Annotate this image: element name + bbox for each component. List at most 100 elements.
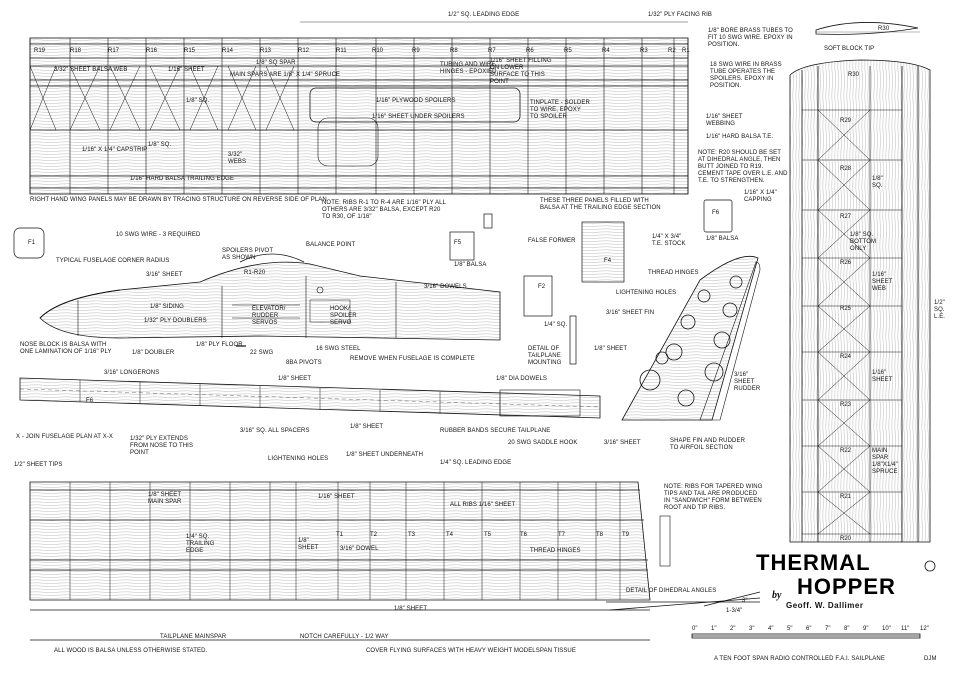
label-siding: 1/8" SIDING	[150, 304, 184, 310]
label-mainspar: TAILPLANE MAINSPAR	[160, 634, 227, 640]
label-tail-lightening: LIGHTENING HOLES	[268, 456, 329, 462]
rib-r24: R24	[840, 354, 852, 360]
rib-r26: R26	[840, 260, 852, 266]
wing-rib-r19: R19	[34, 48, 46, 54]
label-r30-top: R30	[878, 26, 890, 32]
label-all-ribs: ALL RIBS 1/16" SHEET	[450, 502, 516, 508]
label-tail-trailing: 1/4" SQ. TRAILING EDGE	[186, 534, 215, 554]
wing-rib-r7: R7	[488, 48, 496, 54]
label-hook-servo: HOOK/ SPOILER SERVO	[330, 306, 357, 326]
scale-tick-9: 9"	[863, 626, 869, 632]
label-ri-r20: R1-R20	[244, 270, 266, 276]
wing-rib-r18: R18	[70, 48, 82, 54]
title-author: Geoff. W. Dallimer	[786, 601, 864, 610]
tail-rib-t5: T5	[484, 532, 492, 538]
wing-rib-r1: R1	[682, 48, 690, 54]
scale-tick-2: 2"	[730, 626, 736, 632]
fuselage-side-view	[39, 253, 501, 347]
label-f4: F4	[604, 258, 612, 264]
label-underneath: 1/8" SHEET UNDERNEATH	[346, 452, 424, 458]
label-rubber-bands: RUBBER BANDS SECURE TAILPLANE	[440, 428, 551, 434]
label-right-hand: RIGHT HAND WING PANELS MAY BE DRAWN BY T…	[30, 197, 327, 203]
label-sheet-116: 1/16" SHEET	[168, 67, 205, 73]
scale-tick-4: 4"	[768, 626, 774, 632]
scale-tick-8: 8"	[844, 626, 850, 632]
label-corner-radius: TYPICAL FUSELAGE CORNER RADIUS	[56, 258, 170, 264]
label-ply-extends: 1/32" PLY EXTENDS FROM NOSE TO THIS POIN…	[130, 436, 194, 456]
label-sheet-18: 1/8" SHEET	[278, 376, 312, 382]
label-webs: 3/32" WEBS	[228, 152, 247, 165]
tailplane-panel	[29, 481, 671, 641]
label-tail-sheet-18: 1/8" SHEET	[298, 538, 319, 551]
scale-bar	[691, 633, 921, 639]
tail-rib-t1: T1	[336, 532, 344, 538]
label-balsa-18: 1/8" BALSA	[454, 262, 487, 268]
label-sq-bottom: 1/8" SQ. BOTTOM ONLY	[850, 232, 877, 252]
scale-tick-10: 10"	[882, 626, 891, 632]
label-detail-tail: DETAIL OF TAILPLANE MOUNTING	[528, 346, 562, 366]
tail-rib-t2: T2	[370, 532, 378, 538]
label-swg16: 16 SWG STEEL	[316, 346, 361, 352]
wing-rib-r6: R6	[526, 48, 534, 54]
label-swg-wire-3: 10 SWG WIRE - 3 REQUIRED	[116, 232, 201, 238]
label-swg-wire: 18 SWG WIRE IN BRASS TUBE OPERATES THE S…	[710, 62, 782, 89]
label-tail-thread: THREAD HINGES	[530, 548, 581, 554]
wing-rib-r5: R5	[564, 48, 572, 54]
footer-span: A TEN FOOT SPAN RADIO CONTROLLED F.A.I. …	[714, 656, 885, 662]
label-f6: F6	[86, 398, 94, 404]
label-sheet-web: 1/16" SHEET WEB	[872, 272, 893, 292]
footer-all-wood: ALL WOOD IS BALSA UNLESS OTHERWISE STATE…	[54, 648, 208, 654]
scale-tick-6: 6"	[806, 626, 812, 632]
wing-rib-r17: R17	[108, 48, 120, 54]
scale-tick-7: 7"	[825, 626, 831, 632]
label-dihedral: DETAIL OF DIHEDRAL ANGLES	[626, 588, 717, 594]
label-f5: F5	[454, 240, 462, 246]
label-trailing-edge: 1/16" HARD BALSA TRAILING EDGE	[130, 176, 235, 182]
wing-rib-r3: R3	[640, 48, 648, 54]
label-thread-hinges: THREAD HINGES	[648, 270, 699, 276]
title-line1: THERMAL	[756, 550, 871, 575]
label-sheet-under: 1/16" SHEET UNDER SPOILERS	[372, 114, 465, 120]
label-sheet-fill: 1/16" SHEET FILLING ON LOWER SURFACE TO …	[490, 58, 552, 85]
fin-and-rudder	[621, 255, 761, 421]
label-dowels: 3/16" DOWELS	[424, 284, 467, 290]
label-f6b: F6	[712, 210, 720, 216]
wing-rib-r11: R11	[336, 48, 347, 54]
label-ply-facing: 1/32" PLY FACING RIB	[648, 12, 712, 18]
label-main-spar: MAIN SPAR 1/8"X1/4" SPRUCE	[872, 448, 898, 475]
label-sq-14: 1/4" SQ.	[544, 322, 568, 328]
wing-rib-r9: R9	[412, 48, 420, 54]
wing-tip-panel	[789, 59, 931, 543]
wing-rib-r16: R16	[146, 48, 158, 54]
label-shape-fin: SHAPE FIN AND RUDDER TO AIRFOIL SECTION	[670, 438, 746, 451]
label-tail-sheet-18b: 1/8" SHEET	[394, 606, 428, 612]
label-main-spars: MAIN SPARS ARE 1/8" X 1/4" SPRUCE	[230, 72, 341, 78]
label-f2: F2	[538, 284, 546, 290]
label-capping: 1/16" X 1/4" CAPPING	[744, 190, 777, 203]
label-tip-sheet: 1/16" SHEET	[872, 370, 893, 383]
label-tail-dowel: 3/16" DOWEL	[340, 546, 379, 552]
label-d3: 3"	[742, 598, 748, 604]
label-balance: BALANCE POINT	[306, 242, 356, 248]
label-spar: 1/8" SQ SPAR	[256, 60, 296, 66]
label-leading-edge: 1/2" SQ. LEADING EDGE	[448, 12, 520, 18]
airfoil-rib-section	[815, 22, 919, 35]
rib-r25: R25	[840, 306, 852, 312]
label-saddle: 20 SWG SADDLE HOOK	[508, 440, 578, 446]
label-tail-le: 1/4" SQ. LEADING EDGE	[440, 460, 512, 466]
label-sheet-316b: 3/16" SHEET	[604, 440, 641, 446]
label-rudder: 3/16" SHEET RUDDER	[734, 372, 761, 392]
tail-rib-t9: T9	[622, 532, 630, 538]
rib-r27: R27	[840, 214, 852, 220]
label-tinplate: TINPLATE - SOLDER TO WIRE, EPOXY TO SPOI…	[530, 100, 590, 120]
label-dia-dowels: 1/8" DIA DOWELS	[496, 376, 547, 382]
label-servos: ELEVATOR/ RUDDER SERVOS	[252, 306, 286, 326]
scale-tick-3: 3"	[749, 626, 755, 632]
label-balsa-18b: 1/8" BALSA	[706, 236, 739, 242]
label-sq-18: 1/8" SQ.	[186, 98, 210, 104]
wing-rib-r13: R13	[260, 48, 272, 54]
label-doubler: 1/8" DOUBLER	[132, 350, 175, 356]
rib-r21: R21	[840, 494, 852, 500]
fuselage-top-view	[19, 377, 601, 419]
